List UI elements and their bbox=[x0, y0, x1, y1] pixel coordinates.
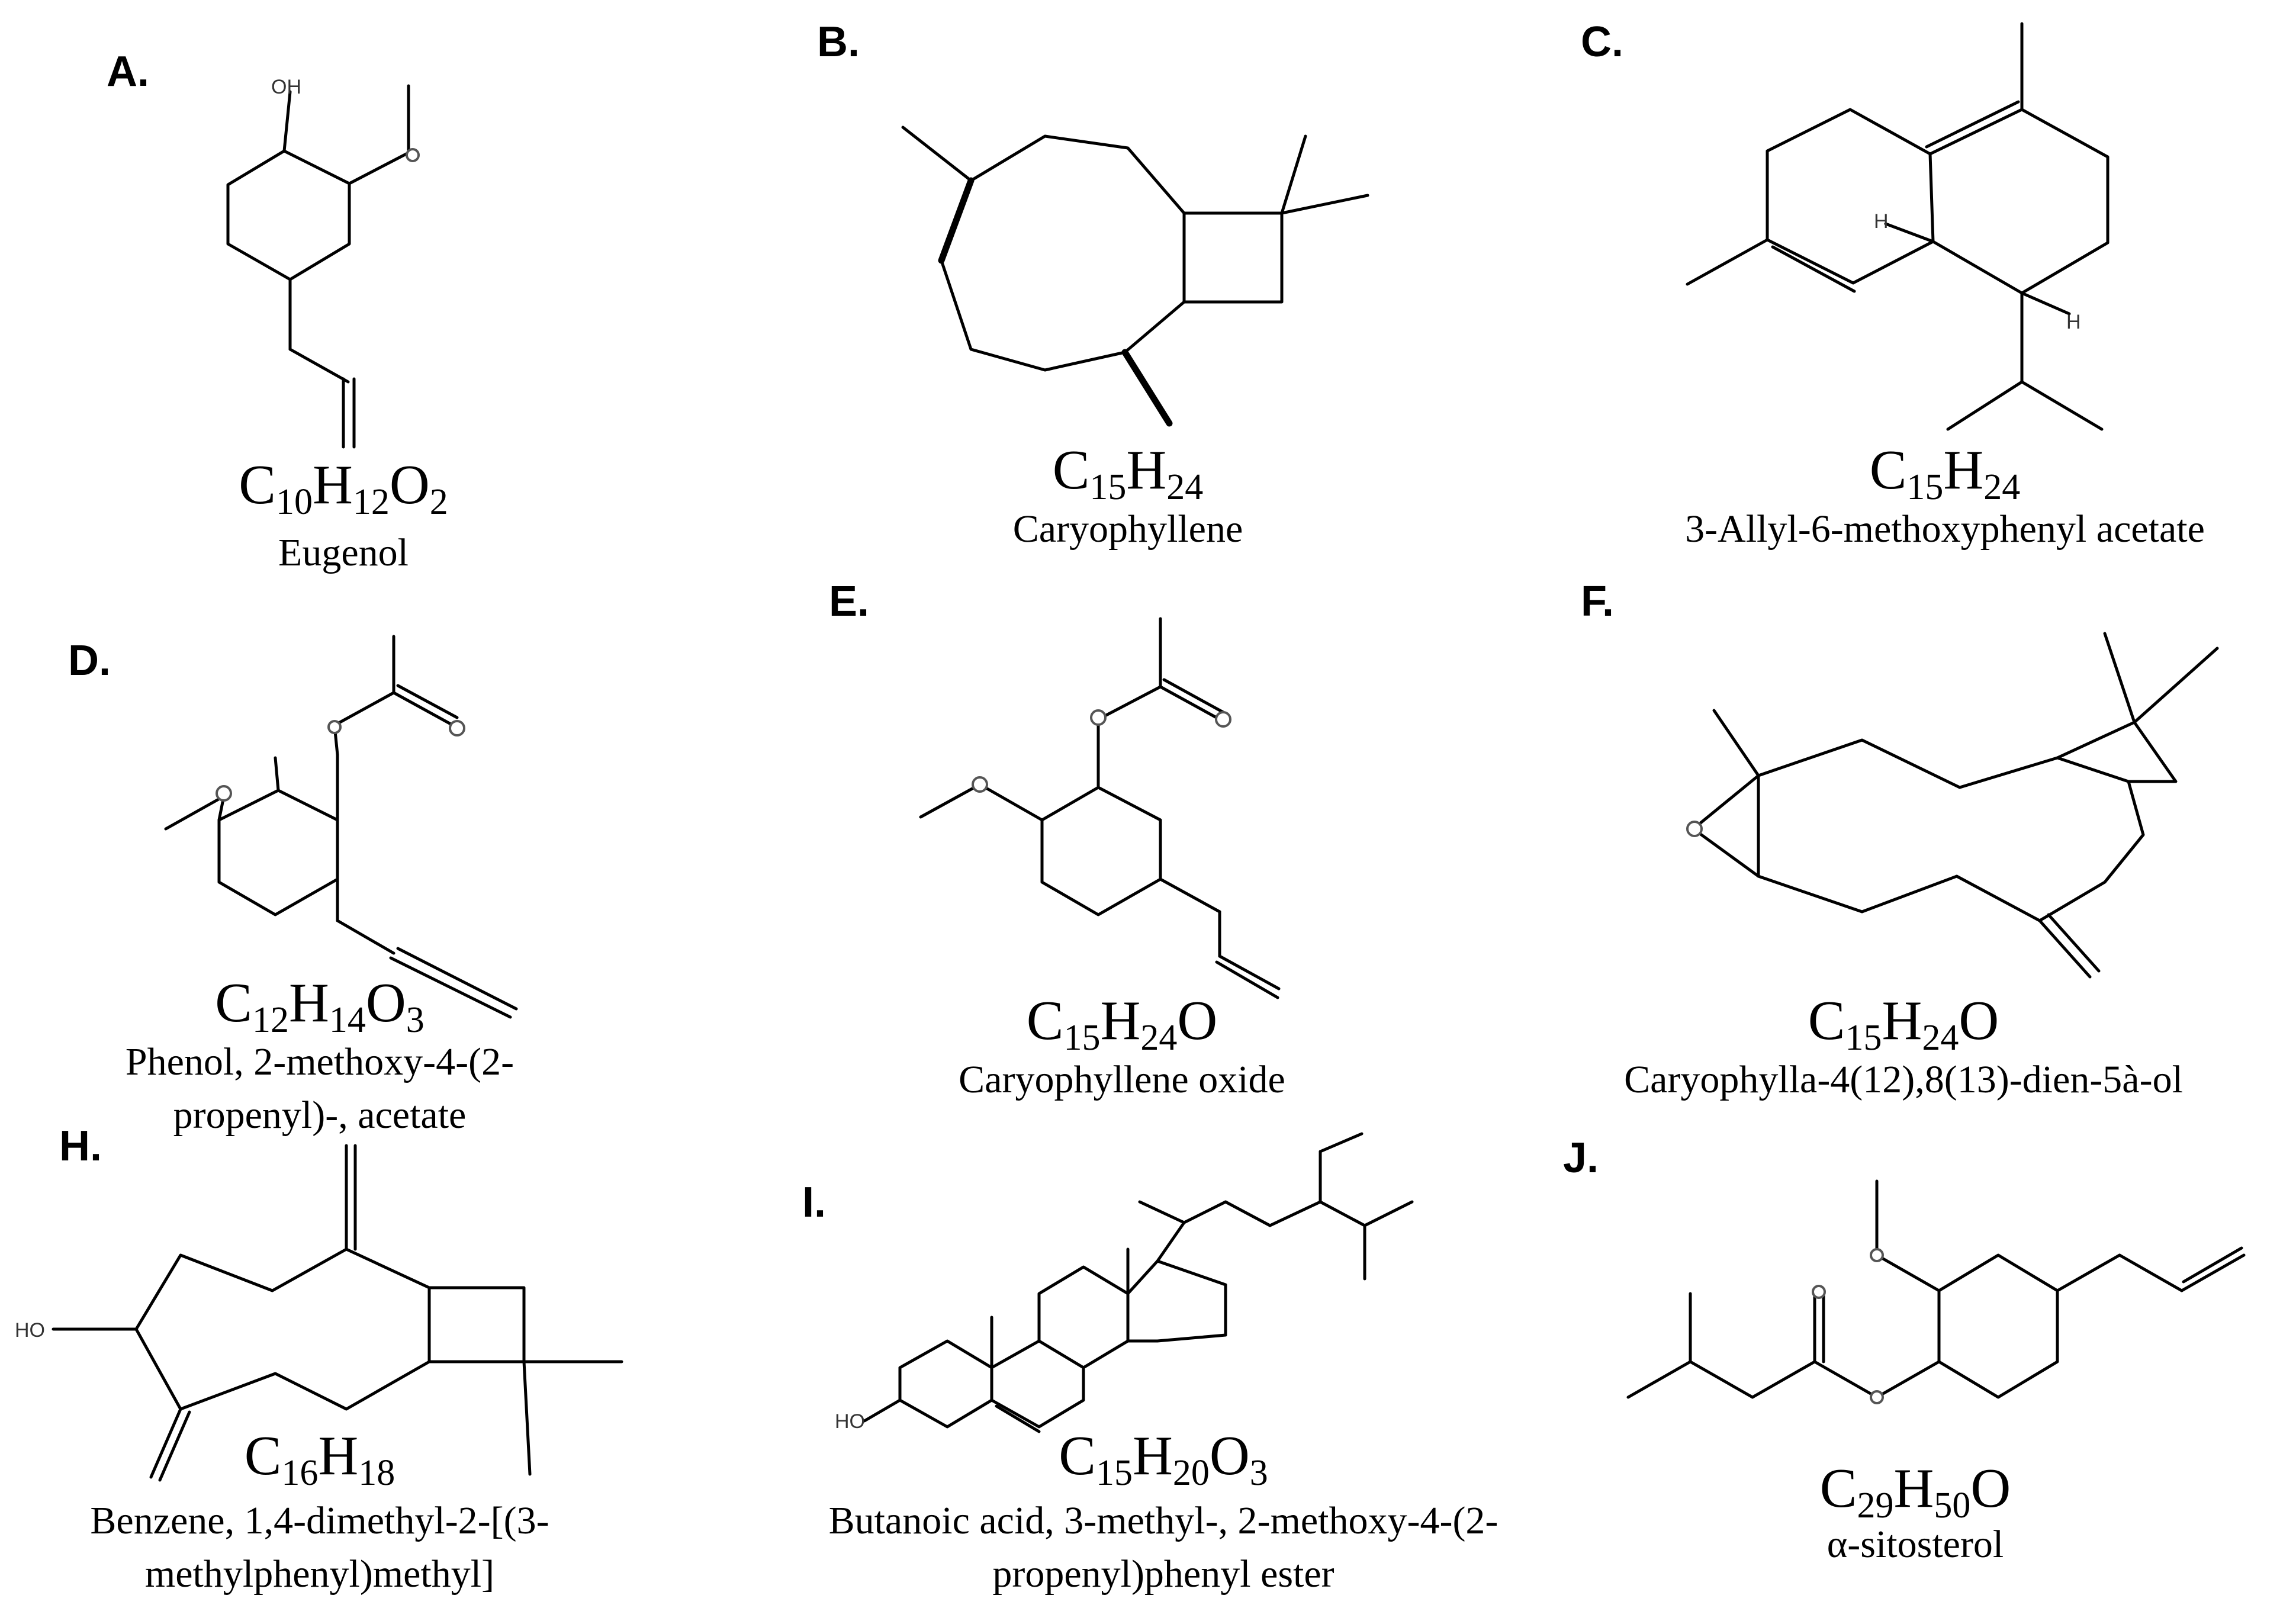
structure-d bbox=[164, 635, 518, 1019]
oxygen-atom bbox=[406, 148, 420, 162]
structure-f bbox=[1686, 632, 2219, 979]
oxygen-atom bbox=[1870, 1248, 1884, 1262]
formula-j: C29H50O bbox=[1820, 1458, 2011, 1526]
structure-j bbox=[1626, 1179, 2246, 1404]
oxygen-atom bbox=[327, 720, 342, 734]
formula-h: C16H18 bbox=[245, 1425, 395, 1493]
compound-name-d-2: propenyl)-, acetate bbox=[173, 1094, 467, 1137]
compound-name-i-1: Butanoic acid, 3-methyl-, 2-methoxy-4-(2… bbox=[829, 1499, 1498, 1542]
oxygen-atom bbox=[216, 785, 232, 802]
panel-a: A. OH C10H12O2 Eugenol bbox=[107, 48, 448, 574]
compound-name-e: Caryophyllene oxide bbox=[959, 1058, 1285, 1101]
panel-letter-j: J. bbox=[1563, 1134, 1599, 1182]
panel-letter-i: I. bbox=[802, 1179, 826, 1226]
panel-letter-c: C. bbox=[1581, 18, 1623, 66]
oxygen-atom bbox=[1870, 1390, 1884, 1404]
structure-h: HO bbox=[15, 1144, 623, 1482]
panel-letter-d: D. bbox=[68, 637, 111, 684]
compound-name-i-2: propenyl)phenyl ester bbox=[992, 1552, 1334, 1596]
panel-b: B. C15H24 Caryophyllene bbox=[817, 18, 1369, 551]
atom-label-h-1: H bbox=[1874, 210, 1889, 233]
structure-a: OH bbox=[226, 76, 420, 449]
oxygen-atom bbox=[972, 776, 988, 793]
atom-label-h-2: H bbox=[2066, 311, 2081, 333]
formula-e: C15H24O bbox=[1027, 990, 1217, 1058]
compound-name-d-1: Phenol, 2-methoxy-4-(2- bbox=[126, 1040, 514, 1083]
formula-i: C15H20O3 bbox=[1059, 1425, 1268, 1493]
oxygen-atom bbox=[449, 720, 465, 737]
formula-c: C15H24 bbox=[1870, 439, 2021, 507]
formula-d: C12H14O3 bbox=[215, 972, 424, 1040]
compound-name-b: Caryophyllene bbox=[1013, 507, 1243, 551]
compound-name-h-1: Benzene, 1,4-dimethyl-2-[(3- bbox=[90, 1499, 549, 1542]
atom-label-oh: OH bbox=[271, 76, 301, 98]
compound-name-j: α-sitosterol bbox=[1827, 1523, 2004, 1566]
formula-f: C15H24O bbox=[1808, 990, 1999, 1058]
panel-h: H. HO C16H18 Benzene, 1,4-dimethyl-2-[(3… bbox=[15, 1123, 623, 1596]
structure-c: H H bbox=[1686, 22, 2110, 431]
compound-name-a: Eugenol bbox=[278, 531, 409, 574]
panel-letter-f: F. bbox=[1581, 578, 1614, 625]
structure-b bbox=[901, 126, 1369, 427]
panel-letter-a: A. bbox=[107, 48, 149, 95]
panel-i: I. HO C15H20O3 Butanoic acid, 3-methyl-,… bbox=[802, 1132, 1498, 1596]
formula-b: C15H24 bbox=[1053, 439, 1204, 507]
panel-d: D. C12H14O3 Phenol, 2-methoxy-4-(2- prop… bbox=[68, 635, 518, 1137]
oxygen-atom bbox=[1090, 709, 1107, 726]
compound-name-h-2: methylphenyl)methyl] bbox=[145, 1552, 494, 1596]
panel-letter-h: H. bbox=[59, 1123, 102, 1170]
panel-letter-b: B. bbox=[817, 18, 860, 66]
panel-j: J. C29H50O α-sitosterol bbox=[1563, 1134, 2246, 1566]
compound-name-f: Caryophylla-4(12),8(13)-dien-5à-ol bbox=[1624, 1058, 2183, 1101]
oxygen-atom bbox=[1215, 711, 1231, 728]
oxygen-atom bbox=[1812, 1285, 1826, 1299]
panel-e: E. C15H24O Caryophyllene oxide bbox=[829, 578, 1285, 1101]
oxygen-atom bbox=[1686, 821, 1703, 837]
structure-e bbox=[919, 617, 1281, 999]
panel-letter-e: E. bbox=[829, 578, 869, 625]
atom-label-ho: HO bbox=[835, 1410, 865, 1433]
compound-name-c: 3-Allyl-6-methoxyphenyl acetate bbox=[1685, 507, 2205, 551]
atom-label-ho: HO bbox=[15, 1319, 45, 1342]
panel-f: F. C15H24O Caryophylla-4(12),8(13)-dien-… bbox=[1581, 578, 2219, 1101]
formula-a: C10H12O2 bbox=[239, 454, 448, 522]
structure-i: HO bbox=[835, 1132, 1414, 1433]
panel-c: C. H H C15H24 3-Allyl-6-methoxyphenyl ac… bbox=[1581, 18, 2205, 551]
